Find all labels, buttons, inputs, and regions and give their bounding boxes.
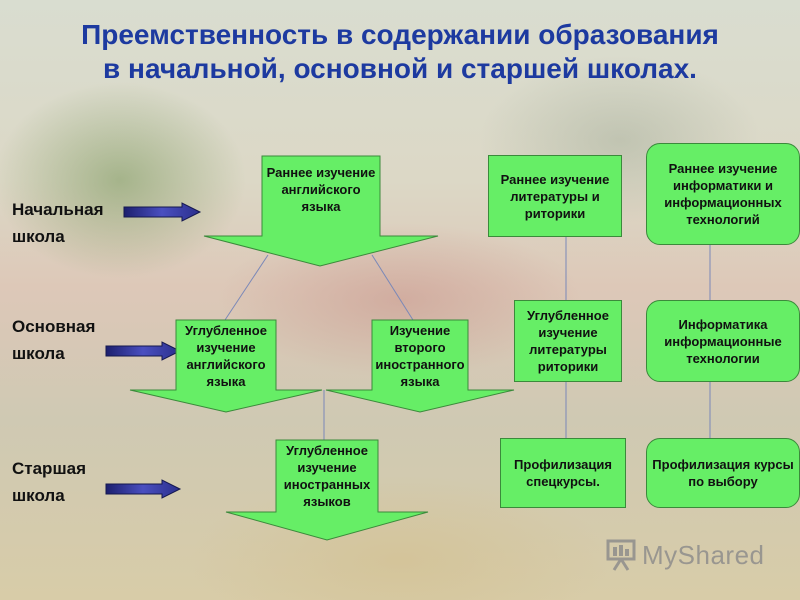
level-basic: Основная школа [12, 313, 122, 367]
english-deep-callout: Углубленное изучение английского языка [185, 323, 267, 389]
informatics-profile-box: Профилизация курсы по выбору [646, 438, 800, 508]
foreign-deep-callout-shape [225, 439, 429, 541]
level-basic-line2: школа [12, 344, 65, 363]
second-language-callout-shape [325, 319, 515, 413]
level-arrow-icon [105, 341, 182, 361]
foreign-deep-callout: Углубленное изучение иностранных языков [283, 443, 371, 509]
english-deep-callout-shape [129, 319, 323, 413]
literature-deep-box: Углубленное изучение литературы риторики [514, 300, 622, 382]
level-primary: Начальная школа [12, 196, 122, 250]
level-senior-line2: школа [12, 486, 65, 505]
watermark-logo: MyShared [606, 535, 776, 575]
level-arrow-icon [123, 202, 202, 222]
level-arrow-icon [105, 479, 182, 499]
level-senior-line1: Старшая [12, 459, 86, 478]
english-early-callout-shape [203, 155, 439, 267]
connector-line [371, 254, 414, 321]
level-senior: Старшая школа [12, 455, 122, 509]
level-primary-line1: Начальная [12, 200, 104, 219]
connector-line [224, 254, 269, 321]
slide-title: Преемственность в содержании образования… [81, 19, 719, 84]
english-early-callout: Раннее изучение английского языка [266, 165, 376, 214]
level-primary-line2: школа [12, 227, 65, 246]
watermark-text: MyShared [642, 539, 765, 570]
presentation-board-icon [606, 539, 636, 571]
informatics-early-box: Раннее изучение информатики и информацио… [646, 143, 800, 245]
second-language-callout: Изучение второго иностранного языка [375, 323, 465, 389]
level-basic-line1: Основная [12, 317, 96, 336]
literature-profile-box: Профилизация спецкурсы. [500, 438, 626, 508]
literature-early-box: Раннее изучение литературы и риторики [488, 155, 622, 237]
informatics-main-box: Информатика информационные технологии [646, 300, 800, 382]
